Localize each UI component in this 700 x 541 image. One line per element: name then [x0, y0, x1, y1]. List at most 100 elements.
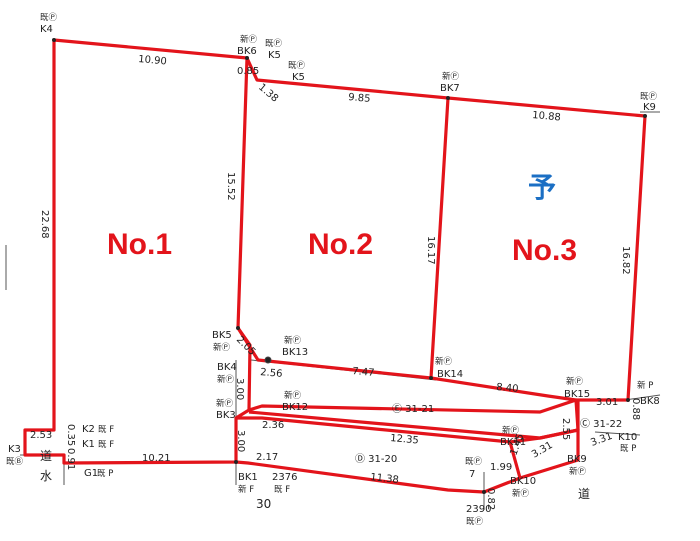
dim-1235: 12.35 [390, 433, 419, 446]
dim-985: 9.85 [348, 92, 371, 105]
mark-k1: 既 F [98, 440, 114, 450]
point-k4: K4 [40, 24, 53, 35]
line-k10 [594, 431, 641, 436]
mark-k4: 既Ⓟ [40, 13, 58, 23]
dim-199: 1.99 [490, 462, 512, 473]
point-k9: K9 [643, 102, 656, 113]
water-label: 水 [40, 469, 52, 483]
divider-bk10 [508, 441, 522, 479]
mark-2390: 既Ⓟ [466, 517, 484, 527]
mark-bk8: 新 P [637, 380, 653, 391]
number-30: 30 [256, 497, 271, 511]
reserve-label: 予 [528, 171, 556, 204]
lot-label-2: No.2 [308, 228, 373, 261]
mark-bk12: 新Ⓟ [284, 390, 302, 401]
point-bk6: BK6 [237, 46, 257, 57]
mark-bk13: 新Ⓟ [284, 335, 302, 346]
road-left-label: 道 [40, 449, 52, 463]
dim-1138: 11.38 [370, 472, 400, 486]
dim-300b: 3.00 [235, 430, 246, 452]
mark-k3: 既Ⓑ [6, 457, 24, 467]
mark-bk14: 新Ⓟ [435, 356, 453, 367]
mark-7: 既Ⓟ [465, 457, 483, 467]
point-bk3: BK3 [216, 410, 236, 421]
point-bk13: BK13 [282, 347, 308, 358]
dim-1090: 10.90 [138, 54, 167, 67]
point-bk4: BK4 [217, 362, 237, 373]
dim-035: 0.35 [65, 424, 76, 446]
dim-1617: 16.17 [425, 236, 436, 265]
dim-331a: 3.31 [530, 440, 555, 461]
dim-1088: 10.88 [532, 110, 561, 123]
point-bk11: BK11 [500, 437, 526, 448]
mark-k10: 既 P [620, 444, 636, 454]
point-bk14: BK14 [437, 369, 463, 380]
vertex-dots [52, 38, 647, 494]
point-bk15: BK15 [564, 389, 590, 400]
point-k3: K3 [8, 444, 21, 455]
dim-088: 0.88 [630, 398, 641, 420]
mark-bk10: 新Ⓟ [512, 488, 530, 499]
point-bk5: BK5 [212, 330, 232, 341]
point-k5a: K5 [268, 50, 281, 61]
point-bk9: BK9 [567, 454, 587, 465]
dim-091: 0.91 [65, 448, 76, 470]
mark-bk5: 新Ⓟ [213, 342, 231, 353]
mark-k2: 既 F [98, 425, 114, 435]
point-k10: K10 [618, 432, 637, 443]
parcel-3121: Ⓔ 31-21 [392, 403, 434, 415]
lot-label-3: No.3 [512, 234, 577, 267]
mark-bk7: 新Ⓟ [442, 71, 460, 82]
mark-bk4: 新Ⓟ [217, 374, 235, 385]
dim-085: 0.85 [237, 66, 259, 77]
mark-g1: 既 P [97, 469, 113, 479]
road-label: 道 [578, 487, 590, 501]
mark-bk3: 新Ⓟ [216, 398, 234, 409]
parcel-3120: Ⓓ 31-20 [355, 453, 397, 465]
mark-bk6: 新Ⓟ [240, 34, 258, 45]
point-7: 7 [469, 469, 475, 480]
dim-138: 1.38 [256, 82, 280, 105]
point-bk10: BK10 [510, 476, 536, 487]
dim-300a: 3.00 [234, 378, 245, 400]
mark-bk9: 新Ⓟ [569, 466, 587, 477]
dim-236: 2.36 [262, 420, 284, 431]
lower-boundary-2 [235, 416, 580, 494]
dim-1021: 10.21 [142, 453, 171, 464]
point-2390: 2390 [466, 504, 491, 515]
point-bk12: BK12 [282, 402, 308, 413]
mark-k5b: 既Ⓟ [288, 61, 306, 71]
point-2376: 2376 [272, 472, 297, 483]
mark-bk15: 新Ⓟ [566, 376, 584, 387]
point-bk1: BK1 [238, 472, 258, 483]
point-k2: K2 [82, 424, 95, 435]
mark-k9: 既Ⓟ [640, 92, 658, 102]
point-g1: G1 [84, 468, 98, 479]
dim-1682: 16.82 [620, 246, 631, 275]
mark-bk11: 新Ⓟ [502, 425, 520, 436]
point-k5b: K5 [292, 72, 305, 83]
parcel-3122: Ⓒ 31-22 [580, 418, 622, 430]
dim-256: 2.56 [260, 367, 283, 380]
dim-747: 7.47 [352, 366, 375, 379]
point-bk7: BK7 [440, 83, 460, 94]
dim-2268: 22.68 [39, 210, 50, 239]
dim-082: 0.82 [485, 488, 496, 510]
mark-bk1: 新 F [238, 484, 254, 495]
point-bk8: BK8 [640, 396, 660, 407]
dim-301: 3.01 [596, 397, 618, 408]
lot-label-1: No.1 [107, 228, 172, 261]
lot-boundary-3 [430, 96, 647, 402]
point-k1: K1 [82, 439, 95, 450]
dim-840: 8.40 [496, 382, 519, 395]
dim-331b: 3.31 [589, 431, 614, 449]
dim-255: 2.55 [560, 418, 571, 440]
mark-k5a: 既Ⓟ [265, 39, 283, 49]
lot-boundary-2 [236, 57, 450, 380]
dim-217: 2.17 [256, 452, 278, 463]
line-bk8 [624, 394, 661, 401]
mark-2376: 既 F [274, 485, 290, 495]
dim-1552: 15.52 [225, 172, 236, 201]
